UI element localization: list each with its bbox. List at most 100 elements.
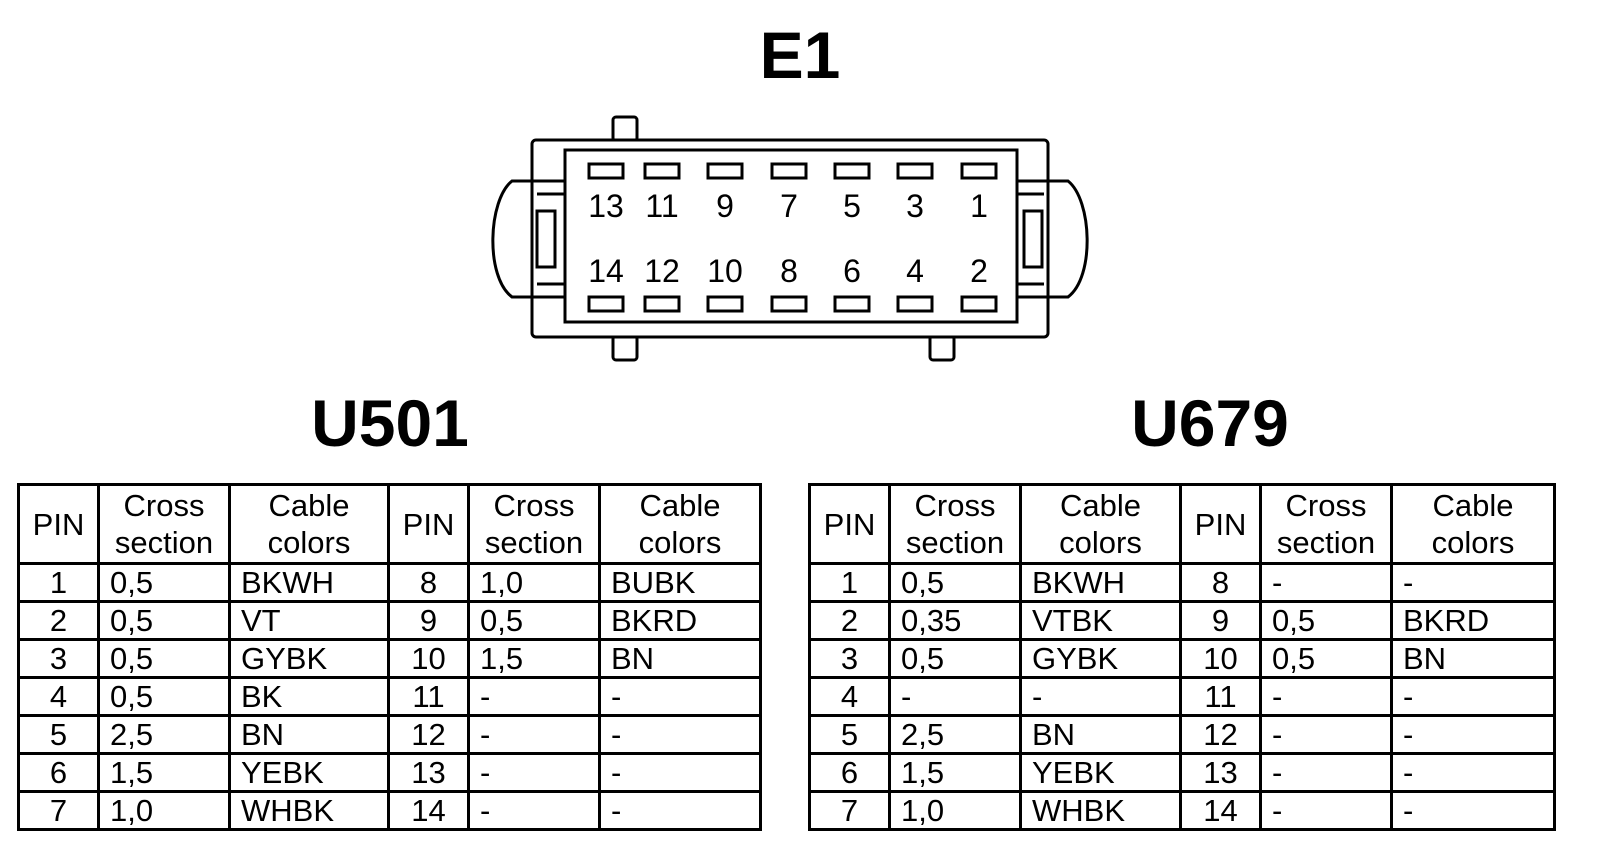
pin-slot <box>833 295 871 313</box>
table-cell: 3 <box>17 638 100 679</box>
pin-slots-top <box>587 162 998 180</box>
table-cell: 7 <box>808 790 891 831</box>
table-cell: - <box>467 676 601 717</box>
table-cell: - <box>888 676 1022 717</box>
table-cell: BN <box>1019 714 1182 755</box>
connector-right-guide <box>1022 209 1044 269</box>
table-cell: 0,35 <box>888 600 1022 641</box>
table-cell: 2 <box>808 600 891 641</box>
pin-slot <box>706 162 744 180</box>
pin-slot <box>896 162 934 180</box>
table-cell: BKRD <box>598 600 762 641</box>
pin-slot <box>770 295 808 313</box>
table-cell: 0,5 <box>888 562 1022 603</box>
pin-slot <box>833 162 871 180</box>
table-cell: - <box>1390 676 1556 717</box>
table-cell: BKWH <box>228 562 390 603</box>
table-cell: 1,5 <box>888 752 1022 793</box>
table-cell: 6 <box>17 752 100 793</box>
table-cell: - <box>1259 562 1393 603</box>
table-cell: WHBK <box>228 790 390 831</box>
table-cell: 11 <box>1179 676 1262 717</box>
column-header: Cable colors <box>228 483 390 565</box>
table-cell: VTBK <box>1019 600 1182 641</box>
table-cell: BN <box>1390 638 1556 679</box>
table-cell: VT <box>228 600 390 641</box>
table-cell: 13 <box>1179 752 1262 793</box>
table-cell: 1 <box>17 562 100 603</box>
table-cell: - <box>467 790 601 831</box>
pin-number-label: 4 <box>906 253 924 289</box>
table-cell: - <box>1390 562 1556 603</box>
table-cell: 9 <box>1179 600 1262 641</box>
connector-housing <box>530 138 1050 339</box>
column-header: Cross section <box>97 483 231 565</box>
table-cell: GYBK <box>1019 638 1182 679</box>
table-cell: - <box>467 714 601 755</box>
connector-left-guide <box>535 209 557 269</box>
pin-number-label: 7 <box>780 188 798 224</box>
table-cell: 0,5 <box>1259 600 1393 641</box>
pin-slot <box>960 162 998 180</box>
pin-slot <box>896 295 934 313</box>
table-cell: 9 <box>387 600 470 641</box>
table-cell: 0,5 <box>1259 638 1393 679</box>
table-cell: - <box>1390 752 1556 793</box>
connector-left-ear <box>491 179 532 299</box>
pin-number-label: 1 <box>970 188 988 224</box>
table-cell: 8 <box>387 562 470 603</box>
table-cell: 1,0 <box>97 790 231 831</box>
table-cell: - <box>598 714 762 755</box>
table-cell: - <box>1019 676 1182 717</box>
u679-title: U679 <box>1131 386 1289 460</box>
table-cell: BKRD <box>1390 600 1556 641</box>
table-cell: 4 <box>808 676 891 717</box>
table-cell: - <box>1259 790 1393 831</box>
table-cell: 1,5 <box>467 638 601 679</box>
u501-title: U501 <box>311 386 469 460</box>
column-header: Cable colors <box>598 483 762 565</box>
table-cell: 12 <box>1179 714 1262 755</box>
pin-number-label: 5 <box>843 188 861 224</box>
table-cell: WHBK <box>1019 790 1182 831</box>
table-cell: 8 <box>1179 562 1262 603</box>
table-cell: 7 <box>17 790 100 831</box>
table-cell: 1,0 <box>888 790 1022 831</box>
table-cell: - <box>1259 752 1393 793</box>
table-cell: 10 <box>1179 638 1262 679</box>
connector-cavity <box>563 148 1019 324</box>
column-header: Cross section <box>888 483 1022 565</box>
table-cell: 5 <box>17 714 100 755</box>
table-cell: 0,5 <box>97 676 231 717</box>
table-cell: - <box>1390 714 1556 755</box>
column-header: Cross section <box>1259 483 1393 565</box>
pin-number-label: 8 <box>780 253 798 289</box>
pin-number-label: 10 <box>707 253 743 289</box>
pin-slot <box>587 162 625 180</box>
table-cell: - <box>1259 676 1393 717</box>
connector-right-ear <box>1048 179 1089 299</box>
table-cell: BN <box>228 714 390 755</box>
pin-slot <box>643 295 681 313</box>
table-cell: 2,5 <box>888 714 1022 755</box>
pin-number-label: 9 <box>716 188 734 224</box>
pin-slot <box>770 162 808 180</box>
table-cell: 6 <box>808 752 891 793</box>
table-cell: - <box>1390 790 1556 831</box>
table-cell: 0,5 <box>467 600 601 641</box>
column-header: PIN <box>387 483 470 565</box>
pin-number-label: 2 <box>970 253 988 289</box>
table-cell: GYBK <box>228 638 390 679</box>
